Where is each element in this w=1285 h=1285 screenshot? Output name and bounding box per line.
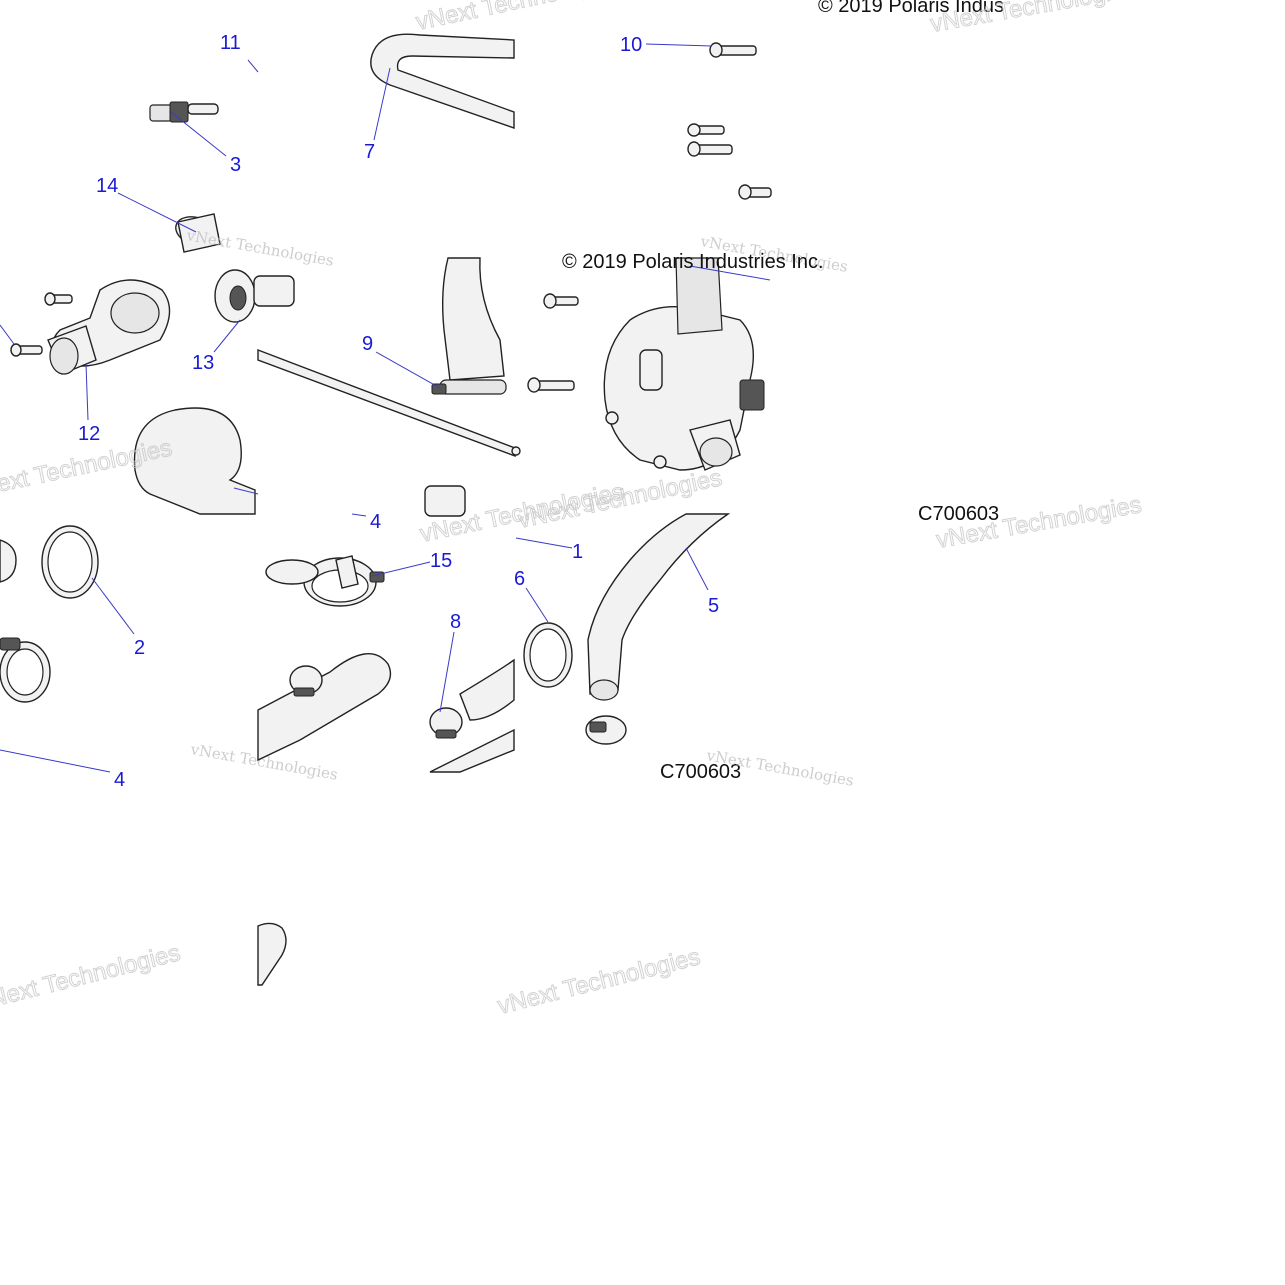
hose-5: [587, 513, 731, 695]
seal-ring-2: [41, 525, 99, 599]
callout-4a: 4: [370, 511, 381, 533]
hose-lower-bend: [257, 653, 392, 762]
hose-upper: [441, 257, 505, 381]
callout-2: 2: [134, 637, 145, 659]
o-ring-6: [523, 622, 573, 688]
watermark-bottom-left: vNext Technologies: [0, 939, 183, 1015]
watermark-right-code: vNext Technologies: [934, 491, 1143, 554]
tile-lower-center: 15 8: [257, 550, 515, 773]
clamp-9: [431, 379, 507, 395]
hose-clamp-left: [0, 637, 51, 703]
hose-end-8: [459, 658, 515, 721]
hose-bend: [133, 407, 256, 515]
callout-13: 13: [192, 352, 214, 374]
tile-bottom-fragments: vNext Technologies vNext Technologies: [0, 922, 703, 1020]
watermark-top-right: vNext Technologies: [928, 0, 1137, 38]
callout-8: 8: [450, 611, 461, 633]
clamp-bottom: [585, 715, 627, 745]
copyright-mid: © 2019 Polaris Industries Inc.: [562, 251, 824, 273]
tile-top-left: 11 3 14: [96, 32, 259, 253]
callout-5: 5: [708, 595, 719, 617]
watermark-technologies: vNext Technologies: [414, 0, 623, 36]
hose-7: [370, 33, 515, 129]
code-right: C700603: [918, 503, 999, 525]
callout-1: 1: [572, 541, 583, 563]
thermostat-13: [214, 269, 295, 323]
bolts-10: [687, 42, 772, 200]
copyright-top: © 2019 Polaris Indus: [818, 0, 1004, 17]
tile-lower-right: 1 6 5 C700603 vNext Technologies: [514, 513, 855, 790]
clamp-15: [265, 555, 385, 607]
tile-middle-right: © 2019 Polaris Industries Inc. vNext Tec…: [515, 251, 824, 534]
callout-15: 15: [430, 550, 452, 572]
water-pump: [603, 257, 765, 471]
callout-14: 14: [96, 175, 118, 197]
clamp-small: [289, 665, 323, 697]
callout-7: 7: [364, 141, 375, 163]
callout-4b: 4: [114, 769, 125, 791]
callout-9: 9: [362, 333, 373, 355]
watermark-vnext-2: vNext Technologies: [184, 226, 335, 270]
hose-fragment: [257, 922, 287, 986]
fitting-14: [175, 213, 221, 253]
tile-top-middle: 7 vNext Technologies: [364, 0, 623, 163]
temperature-sensor: [149, 101, 219, 123]
clamp-8: [429, 707, 463, 739]
callout-6: 6: [514, 568, 525, 590]
callout-11: 11: [220, 32, 241, 54]
callout-3: 3: [230, 154, 241, 176]
code-bottom: C700603: [660, 761, 741, 783]
tile-top-right: 10 vNext Technologies: [620, 34, 849, 276]
callout-12: 12: [78, 423, 100, 445]
watermark-bottom-center: vNext Technologies: [495, 943, 703, 1019]
coolant-tube: [257, 348, 516, 458]
tile-lower-left: 2 4 vNext Technologies: [0, 525, 339, 791]
callout-10: 10: [620, 34, 642, 56]
